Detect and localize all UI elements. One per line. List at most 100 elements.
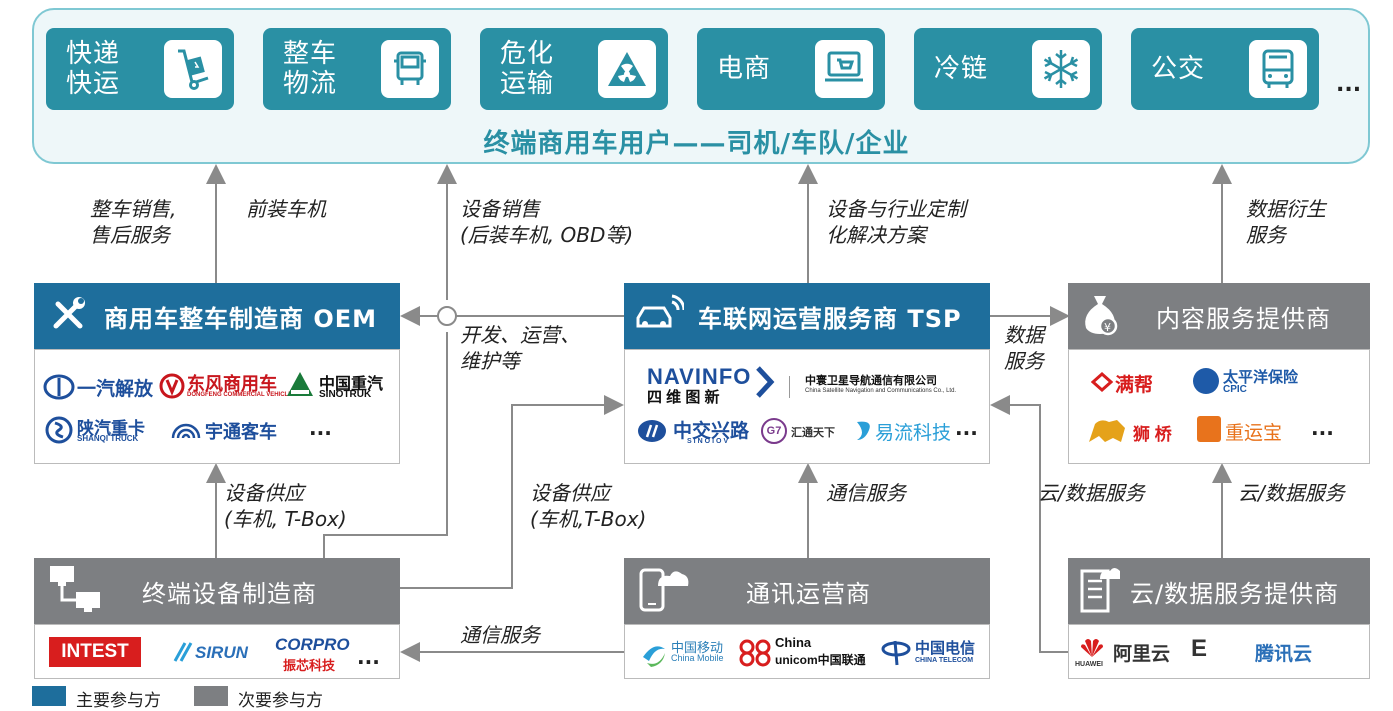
logo-csnc-sub: China Satellite Navigation and Communica… <box>805 388 957 394</box>
label-cloud-service-tsp: 云/数据服务 <box>1038 481 1145 505</box>
logo-sirun-text: SIRUN <box>195 643 248 662</box>
cloud-title: 云/数据服务提供商 <box>1130 579 1340 608</box>
label-data-derived: 数据衍生 服务 <box>1246 197 1326 247</box>
logo-cpic-sub: CPIC <box>1223 384 1247 395</box>
logo-chinamobile-text: 中国移动 <box>671 640 724 655</box>
logo-intest: INTEST <box>49 637 141 667</box>
users-title: 终端商用车用户——司机/车队/企业 <box>483 129 910 159</box>
arrow-device-to-tsp <box>400 395 624 589</box>
phone-cloud-icon <box>638 564 690 618</box>
money-bag-icon: ¥ <box>1080 292 1120 340</box>
logo-chinatelecom-text: 中国电信 <box>915 640 976 657</box>
logo-cpic-emblem <box>1193 368 1219 394</box>
logo-sinoiov-emblem <box>637 418 667 448</box>
label-oem-sales: 整车销售, 售后服务 <box>90 197 177 247</box>
logo-sinoiov-text: 中交兴路 <box>673 421 750 442</box>
logo-g7-text: G7 <box>766 425 782 437</box>
telecom-title: 通讯运营商 <box>746 579 871 608</box>
logo-manbang-emblem <box>1090 371 1114 396</box>
segment-label: 整车 物流 <box>283 39 338 99</box>
logo-chinamobile-emblem <box>639 639 669 673</box>
logo-yiliu-emblem <box>853 418 875 448</box>
segment-cold-chain: 冷链 <box>914 28 1102 110</box>
logo-chinamobile-sub: China Mobile <box>671 653 724 663</box>
label-front-unit: 前装车机 <box>246 197 326 221</box>
label-supply-oem: 设备供应 (车机, T-Box) <box>224 481 347 531</box>
content-header: ¥ 内容服务提供商 <box>1068 283 1370 349</box>
logo-aliyun-text: 阿里云 <box>1113 644 1171 665</box>
logo-yutong-emblem <box>171 418 201 444</box>
logo-sirun-emblem <box>171 641 193 667</box>
content-title: 内容服务提供商 <box>1156 304 1331 333</box>
logo-yutong-text: 宇通客车 <box>205 422 277 442</box>
label-supply-tsp: 设备供应 (车机,T-Box) <box>530 481 647 531</box>
label-comm-service-device: 通信服务 <box>460 623 540 647</box>
logo-shiqiao-emblem <box>1087 416 1127 448</box>
device-header: 终端设备制造商 <box>34 558 400 624</box>
logo-shanqi-sub: SHANQI TRUCK <box>77 434 139 443</box>
oem-title: 商用车整车制造商 OEM <box>104 304 378 333</box>
label-data-service: 数据 服务 <box>1004 323 1044 373</box>
logo-sinotruk-text: 中国重汽 <box>319 376 384 393</box>
device-more: ... <box>357 645 380 669</box>
segment-ecommerce: 电商 <box>697 28 885 110</box>
segments-more: ... <box>1336 72 1362 97</box>
logo-unicom-sub: unicom中国联通 <box>775 653 866 667</box>
connected-car-icon <box>634 294 686 338</box>
logo-cpic-text: 太平洋保险 <box>1223 369 1299 386</box>
logo-shiqiao-text: 狮 桥 <box>1133 425 1172 444</box>
logo-huawei-emblem <box>1079 635 1105 663</box>
logo-g7-emblem: G7 <box>761 418 787 444</box>
hazard-icon <box>598 40 656 98</box>
logo-navinfo-text: NAVINFO <box>647 364 752 389</box>
logo-yiliu-text: 易流科技 <box>875 423 952 444</box>
line-crossing-hop <box>437 306 457 326</box>
label-device-sales: 设备销售 (后装车机, OBD等) <box>460 197 634 247</box>
arrow-cloud-to-tsp <box>990 395 1068 653</box>
logo-divider <box>789 376 790 398</box>
logo-zhongyunbao-text: 重运宝 <box>1225 423 1283 444</box>
segment-whole-vehicle-logistics: 整车 物流 <box>263 28 451 110</box>
tsp-more: ... <box>955 416 978 440</box>
logo-sinotruk-emblem <box>285 370 315 404</box>
logo-navinfo-chevron <box>755 366 775 402</box>
logo-faw-text: 一汽解放 <box>77 379 154 400</box>
svg-text:¥: ¥ <box>1104 321 1111 334</box>
oem-header: 商用车整车制造商 OEM <box>34 283 400 349</box>
bus-icon <box>1249 40 1307 98</box>
logo-dongfeng-sub: DONGFENG COMMERCIAL VEHICLE <box>187 392 293 398</box>
network-icon <box>48 564 102 618</box>
cloud-logos: HUAWEI 阿里云 E 腾讯云 <box>1068 624 1370 679</box>
tsp-title: 车联网运营服务商 TSP <box>698 304 962 333</box>
truck-front-icon <box>381 40 439 98</box>
legend-primary-label: 主要参与方 <box>76 691 161 711</box>
logo-huawei-text: HUAWEI <box>1075 661 1103 668</box>
label-dev-ops: 开发、运营、 维护等 <box>460 323 580 373</box>
label-comm-service-tsp: 通信服务 <box>826 481 906 505</box>
cloud-header: 云/数据服务提供商 <box>1068 558 1370 624</box>
logo-chinatelecom-sub: CHINA TELECOM <box>915 657 974 664</box>
logo-faw <box>43 374 75 404</box>
tools-icon <box>50 296 86 336</box>
device-title: 终端设备制造商 <box>142 579 317 608</box>
hand-truck-icon <box>164 40 222 98</box>
logo-e-text: E <box>1191 635 1208 662</box>
logo-dongfeng-text: 东风商用车 <box>187 374 277 394</box>
laptop-cart-icon <box>815 40 873 98</box>
segment-label: 危化 运输 <box>500 39 555 99</box>
logo-csnc-text: 中寰卫星导航通信有限公司 <box>805 375 937 387</box>
logo-corpro-text: CORPRO <box>275 635 350 654</box>
logo-tencent-text: 腾讯云 <box>1255 644 1313 665</box>
logo-zhenxin-text: 振芯科技 <box>283 658 336 673</box>
tsp-header: 车联网运营服务商 TSP <box>624 283 990 349</box>
device-logos: INTEST SIRUN CORPRO 振芯科技 ... <box>34 624 400 679</box>
arrow-device-to-users-route <box>323 332 448 558</box>
logo-unicom-text: China <box>775 635 812 650</box>
oem-logos: 一汽解放 东风商用车 DONGFENG COMMERCIAL VEHICLE 中… <box>34 349 400 464</box>
oem-more: ... <box>309 416 332 440</box>
segment-bus: 公交 <box>1131 28 1319 110</box>
snowflake-icon <box>1032 40 1090 98</box>
logo-huitong-text: 汇通天下 <box>791 427 835 439</box>
legend-primary-swatch <box>32 686 66 706</box>
